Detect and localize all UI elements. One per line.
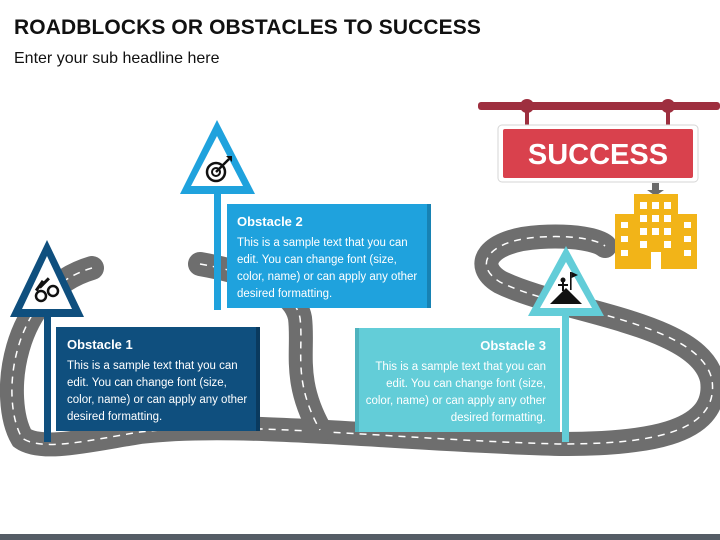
obstacle-2-card: Obstacle 2 This is a sample text that yo… [227, 204, 431, 308]
obstacle-1-signpost [10, 240, 84, 442]
obstacle-2-signpost [180, 120, 255, 310]
obstacle-3-card-edge [355, 328, 359, 432]
obstacle-3-card: Obstacle 3 This is a sample text that yo… [355, 328, 560, 432]
obstacle-3-text: This is a sample text that you can edit.… [365, 361, 546, 424]
obstacle-1-card: Obstacle 1 This is a sample text that yo… [56, 327, 260, 431]
page-subtitle: Enter your sub headline here [14, 50, 220, 67]
obstacle-2-card-edge [427, 204, 431, 308]
success-sign: SUCCESS [478, 99, 720, 183]
obstacle-1-text: This is a sample text that you can edit.… [67, 360, 248, 423]
success-label: SUCCESS [528, 139, 668, 171]
footer-bar [0, 534, 720, 540]
obstacle-2-title: Obstacle 2 [237, 214, 303, 229]
obstacle-2-text: This is a sample text that you can edit.… [237, 237, 418, 300]
obstacle-3-title: Obstacle 3 [480, 338, 546, 353]
page-title: ROADBLOCKS OR OBSTACLES TO SUCCESS [14, 16, 481, 39]
obstacle-1-card-edge [256, 327, 260, 431]
target-arrow-icon [205, 156, 232, 183]
keys-icon [34, 277, 60, 303]
summit-flag-icon [550, 272, 582, 304]
building-icon [615, 194, 697, 269]
arrow-down-icon [647, 183, 664, 196]
obstacle-1-title: Obstacle 1 [67, 337, 133, 352]
obstacle-3-signpost [528, 246, 604, 442]
